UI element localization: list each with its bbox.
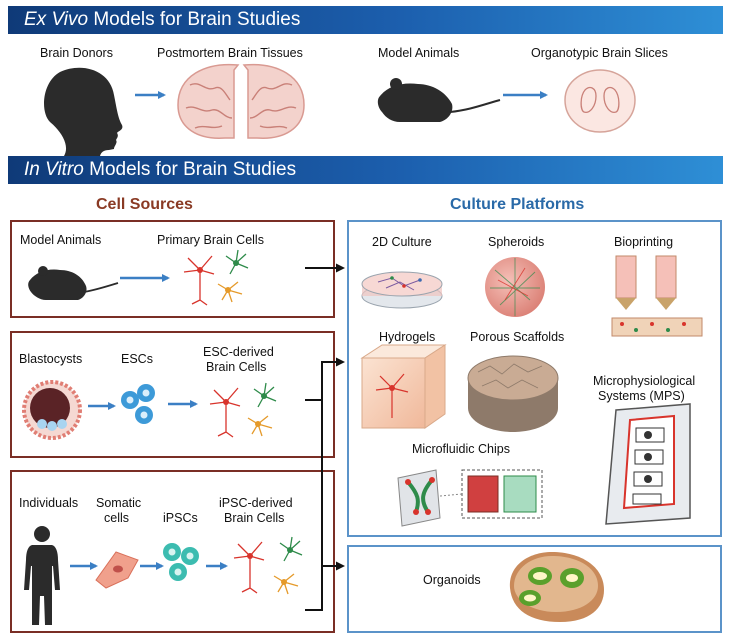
brain-slices-label: Organotypic Brain Slices (531, 46, 668, 60)
culture-platforms-heading: Culture Platforms (450, 196, 585, 213)
somatic-cell-icon (95, 551, 139, 589)
in-vitro-title-rest: Models for Brain Studies (83, 159, 297, 180)
somatic-label-2: cells (104, 511, 130, 525)
primary-neurons-icon (183, 249, 249, 306)
hydrogel-cube-icon (360, 344, 447, 429)
human-silhouette-icon (24, 526, 60, 625)
brain-slice-icon (564, 69, 636, 133)
organoids-label: Organoids (423, 573, 481, 587)
postmortem-label: Postmortem Brain Tissues (157, 46, 303, 60)
brain-donors-label: Brain Donors (40, 46, 113, 60)
culture-2d-label: 2D Culture (372, 235, 432, 249)
individuals-label: Individuals (19, 496, 79, 510)
porous-scaffolds-label: Porous Scaffolds (470, 330, 565, 344)
ipsc-cells-icon (163, 543, 199, 581)
escs-label: ESCs (121, 352, 153, 366)
spheroid-icon (485, 257, 545, 317)
hydrogels-label: Hydrogels (379, 330, 436, 344)
in-vitro-banner: In Vitro Models for Brain Studies (8, 156, 723, 184)
microfluidic-label: Microfluidic Chips (412, 442, 510, 456)
model-animals-label: Model Animals (378, 46, 460, 60)
mps-label-1: Microphysiological (593, 374, 696, 388)
esc-box (10, 331, 335, 458)
esc-neurons-icon (209, 382, 277, 438)
organoids-box (347, 545, 722, 633)
in-vitro-title-italic: In Vitro (24, 159, 84, 180)
microfluidic-chip-icon (397, 469, 543, 527)
blastocysts-label: Blastocysts (19, 352, 83, 366)
bioprinter-icon (611, 255, 703, 337)
porous-scaffold-icon (467, 355, 559, 432)
ipsc-box (10, 470, 335, 633)
ipscs-label: iPSCs (163, 511, 198, 525)
ex-vivo-title-italic: Ex Vivo (24, 9, 89, 30)
bioprinting-label: Bioprinting (614, 235, 674, 249)
organoid-icon (509, 552, 604, 622)
human-head-icon (44, 67, 123, 156)
ipsc-derived-label-1: iPSC-derived (219, 496, 293, 510)
esc-derived-label-1: ESC-derived (203, 345, 274, 359)
blastocyst-icon (22, 380, 82, 440)
connector-ipsc-line (305, 565, 343, 611)
spheroids-label: Spheroids (488, 235, 545, 249)
mouse-icon (377, 78, 501, 122)
esc-cells-icon (121, 384, 155, 424)
somatic-label-1: Somatic (96, 496, 142, 510)
cell-sources-heading: Cell Sources (96, 196, 193, 213)
primary-model-animals-label: Model Animals (20, 233, 102, 247)
culture-platforms-box (347, 220, 722, 537)
mps-chip-icon (605, 403, 691, 525)
brain-tissue-icon (177, 63, 305, 139)
mps-label-2: Systems (MPS) (598, 389, 685, 403)
ipsc-derived-label-2: Brain Cells (224, 511, 285, 525)
ipsc-neurons-icon (233, 536, 303, 595)
petri-dish-icon (361, 271, 443, 309)
connector-esc-line (305, 361, 343, 401)
primary-mouse-icon (28, 266, 119, 300)
esc-derived-label-2: Brain Cells (206, 360, 267, 374)
primary-cells-label: Primary Brain Cells (157, 233, 264, 247)
ex-vivo-title-rest: Models for Brain Studies (88, 9, 301, 30)
ex-vivo-banner: Ex Vivo Models for Brain Studies (8, 6, 723, 34)
